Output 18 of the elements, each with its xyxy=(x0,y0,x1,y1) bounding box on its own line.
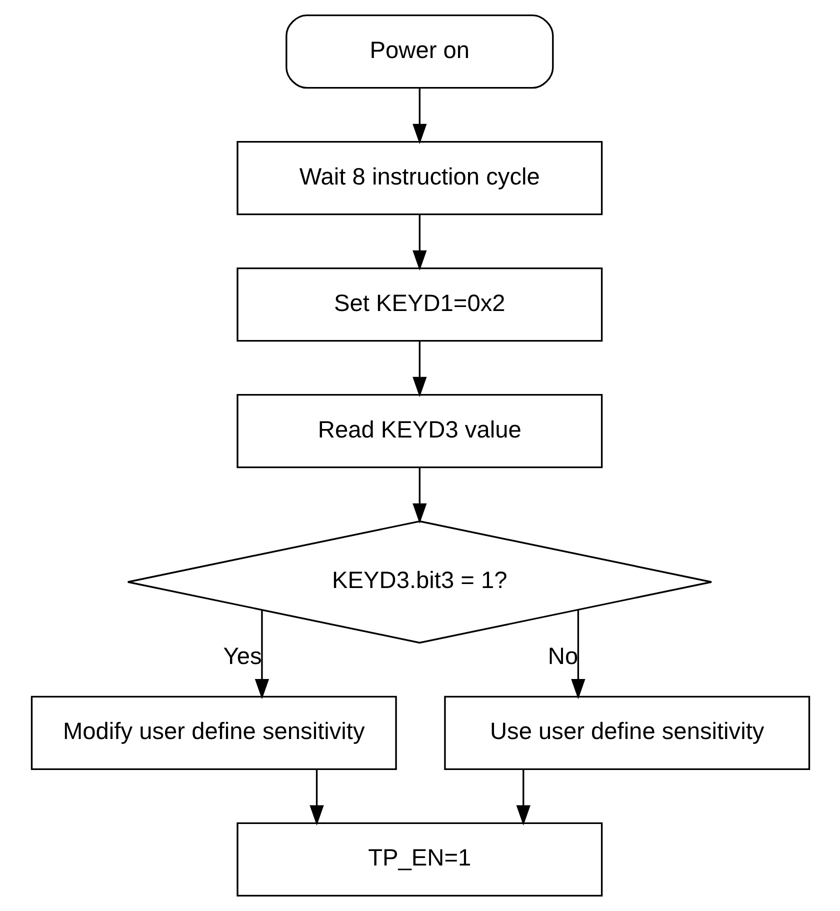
node-diamond: KEYD3.bit3 = 1? xyxy=(126,520,712,644)
node-box: Modify user define sensitivity xyxy=(30,696,396,770)
edge-label: Yes xyxy=(222,644,262,670)
arrow xyxy=(412,214,426,271)
arrow xyxy=(412,88,426,144)
arrow xyxy=(412,468,426,524)
node-box: Power on xyxy=(285,14,554,89)
arrow xyxy=(516,770,530,826)
node-box: TP_EN=1 xyxy=(236,822,602,897)
arrow xyxy=(412,341,426,398)
edge-label: No xyxy=(547,644,578,670)
node-box: Read KEYD3 value xyxy=(236,394,602,468)
node-box: Wait 8 instruction cycle xyxy=(236,140,602,216)
arrow xyxy=(309,770,324,826)
arrow xyxy=(254,610,269,700)
node-box: Set KEYD1=0x2 xyxy=(236,267,602,342)
arrow xyxy=(570,610,585,700)
node-box: Use user define sensitivity xyxy=(444,696,810,770)
